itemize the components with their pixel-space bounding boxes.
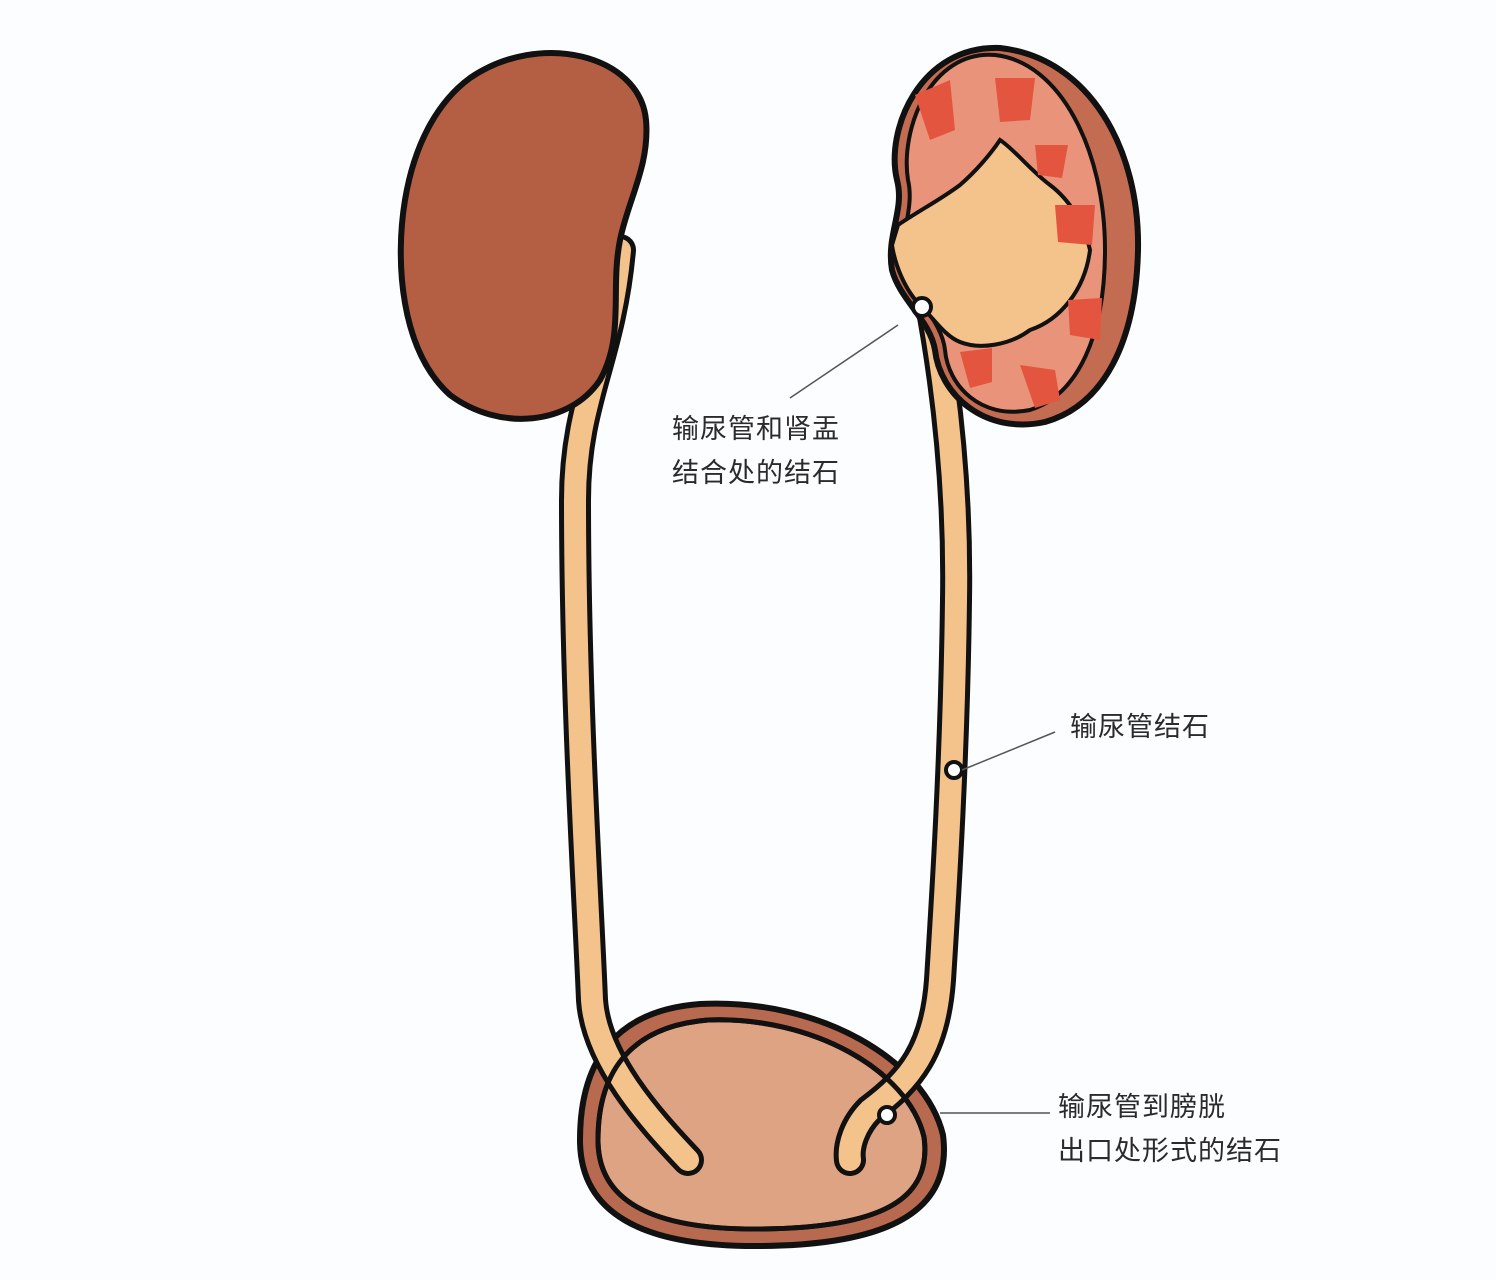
left-kidney	[397, 50, 650, 422]
label-upj-stone-line1: 输尿管和肾盂	[672, 414, 840, 445]
leader-line-ureter	[961, 731, 1056, 771]
uvj-kidney-stone	[877, 1105, 897, 1125]
label-uvj-stone: 输尿管到膀胱 出口处形式的结石	[1058, 1086, 1282, 1174]
renal-pyramid	[915, 80, 955, 140]
renal-pyramid	[1055, 205, 1095, 245]
renal-pyramid	[1020, 365, 1060, 408]
renal-pyramids	[915, 78, 1102, 408]
label-uvj-stone-line1: 输尿管到膀胱	[1058, 1092, 1226, 1123]
ureter-kidney-stone	[944, 760, 964, 780]
label-ureter-stone: 输尿管结石	[1070, 706, 1210, 750]
right-ureter	[838, 289, 968, 1171]
renal-pyramid	[1068, 298, 1102, 340]
renal-pyramid	[995, 78, 1035, 122]
bladder-rim-overlay	[595, 1017, 928, 1232]
upj-kidney-stone	[911, 296, 933, 318]
renal-pyramid	[1035, 145, 1068, 178]
label-upj-stone-line2: 结合处的结石	[672, 458, 840, 489]
renal-pelvis	[889, 137, 1093, 348]
label-upj-stone: 输尿管和肾盂 结合处的结石	[672, 408, 840, 496]
label-ureter-stone-line1: 输尿管结石	[1070, 712, 1210, 743]
leader-line-upj	[789, 324, 899, 399]
label-uvj-stone-line2: 出口处形式的结石	[1058, 1136, 1282, 1167]
bladder	[576, 1000, 947, 1250]
renal-pyramid	[960, 348, 992, 388]
right-kidney	[887, 44, 1142, 428]
